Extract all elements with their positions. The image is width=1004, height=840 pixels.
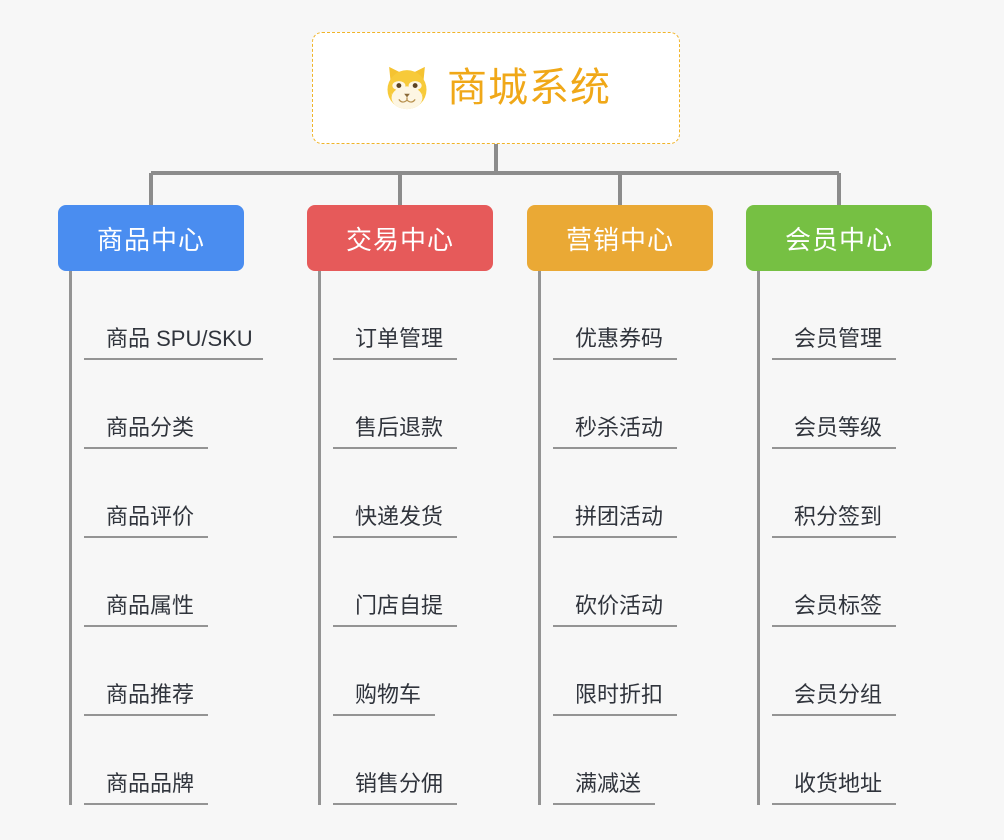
list-item[interactable]: 会员等级 (772, 360, 956, 449)
item-label: 会员分组 (772, 682, 897, 716)
item-label: 会员管理 (772, 326, 897, 360)
category-column-trade-center: 交易中心 订单管理 售后退款 快递发货 门店自提 购物车 销售分佣 (307, 205, 517, 805)
category-header-marketing-center[interactable]: 营销中心 (527, 205, 713, 271)
list-item[interactable]: 积分签到 (772, 449, 956, 538)
list-item[interactable]: 秒杀活动 (553, 360, 737, 449)
item-list-member-center: 会员管理 会员等级 积分签到 会员标签 会员分组 收货地址 (757, 271, 956, 805)
list-item[interactable]: 会员管理 (772, 271, 956, 360)
item-label: 售后退款 (333, 415, 458, 449)
list-item[interactable]: 门店自提 (333, 538, 517, 627)
list-item[interactable]: 商品 SPU/SKU (84, 271, 268, 360)
list-item[interactable]: 会员分组 (772, 627, 956, 716)
item-label: 商品评价 (84, 504, 209, 538)
item-label: 砍价活动 (553, 593, 678, 627)
list-item[interactable]: 售后退款 (333, 360, 517, 449)
item-label: 收货地址 (772, 771, 897, 805)
item-list-trade-center: 订单管理 售后退款 快递发货 门店自提 购物车 销售分佣 (318, 271, 517, 805)
list-item[interactable]: 商品品牌 (84, 716, 268, 805)
list-item[interactable]: 砍价活动 (553, 538, 737, 627)
root-title: 商城系统 (447, 66, 611, 110)
category-title: 商品中心 (96, 224, 205, 255)
root-node[interactable]: 商城系统 (312, 32, 680, 144)
list-item[interactable]: 满减送 (553, 716, 737, 805)
list-item[interactable]: 优惠券码 (553, 271, 737, 360)
list-item[interactable]: 拼团活动 (553, 449, 737, 538)
item-label: 优惠券码 (553, 326, 678, 360)
category-header-product-center[interactable]: 商品中心 (58, 205, 244, 271)
item-label: 会员标签 (772, 593, 897, 627)
item-label: 订单管理 (333, 326, 458, 360)
category-title: 营销中心 (565, 224, 674, 255)
item-list-marketing-center: 优惠券码 秒杀活动 拼团活动 砍价活动 限时折扣 满减送 (538, 271, 737, 805)
list-item[interactable]: 收货地址 (772, 716, 956, 805)
item-label: 限时折扣 (553, 682, 678, 716)
item-label: 门店自提 (333, 593, 458, 627)
item-label: 购物车 (333, 682, 436, 716)
category-header-trade-center[interactable]: 交易中心 (307, 205, 493, 271)
item-label: 会员等级 (772, 415, 897, 449)
category-title: 交易中心 (345, 224, 454, 255)
item-label: 商品分类 (84, 415, 209, 449)
item-label: 商品属性 (84, 593, 209, 627)
category-column-marketing-center: 营销中心 优惠券码 秒杀活动 拼团活动 砍价活动 限时折扣 满减送 (527, 205, 737, 805)
item-label: 快递发货 (333, 504, 458, 538)
list-item[interactable]: 商品属性 (84, 538, 268, 627)
list-item[interactable]: 会员标签 (772, 538, 956, 627)
category-column-product-center: 商品中心 商品 SPU/SKU 商品分类 商品评价 商品属性 商品推荐 商品品牌 (58, 205, 268, 805)
category-column-member-center: 会员中心 会员管理 会员等级 积分签到 会员标签 会员分组 收货地址 (746, 205, 956, 805)
item-label: 商品 SPU/SKU (84, 326, 263, 360)
list-item[interactable]: 商品评价 (84, 449, 268, 538)
list-item[interactable]: 购物车 (333, 627, 517, 716)
item-label: 秒杀活动 (553, 415, 678, 449)
list-item[interactable]: 商品分类 (84, 360, 268, 449)
item-label: 拼团活动 (553, 504, 678, 538)
item-list-product-center: 商品 SPU/SKU 商品分类 商品评价 商品属性 商品推荐 商品品牌 (69, 271, 268, 805)
list-item[interactable]: 快递发货 (333, 449, 517, 538)
item-label: 商品品牌 (84, 771, 209, 805)
shiba-dog-face-icon (387, 66, 427, 110)
item-label: 满减送 (553, 771, 656, 805)
item-label: 销售分佣 (333, 771, 458, 805)
list-item[interactable]: 销售分佣 (333, 716, 517, 805)
list-item[interactable]: 限时折扣 (553, 627, 737, 716)
category-title: 会员中心 (784, 224, 893, 255)
list-item[interactable]: 订单管理 (333, 271, 517, 360)
category-header-member-center[interactable]: 会员中心 (746, 205, 932, 271)
item-label: 积分签到 (772, 504, 897, 538)
item-label: 商品推荐 (84, 682, 209, 716)
list-item[interactable]: 商品推荐 (84, 627, 268, 716)
